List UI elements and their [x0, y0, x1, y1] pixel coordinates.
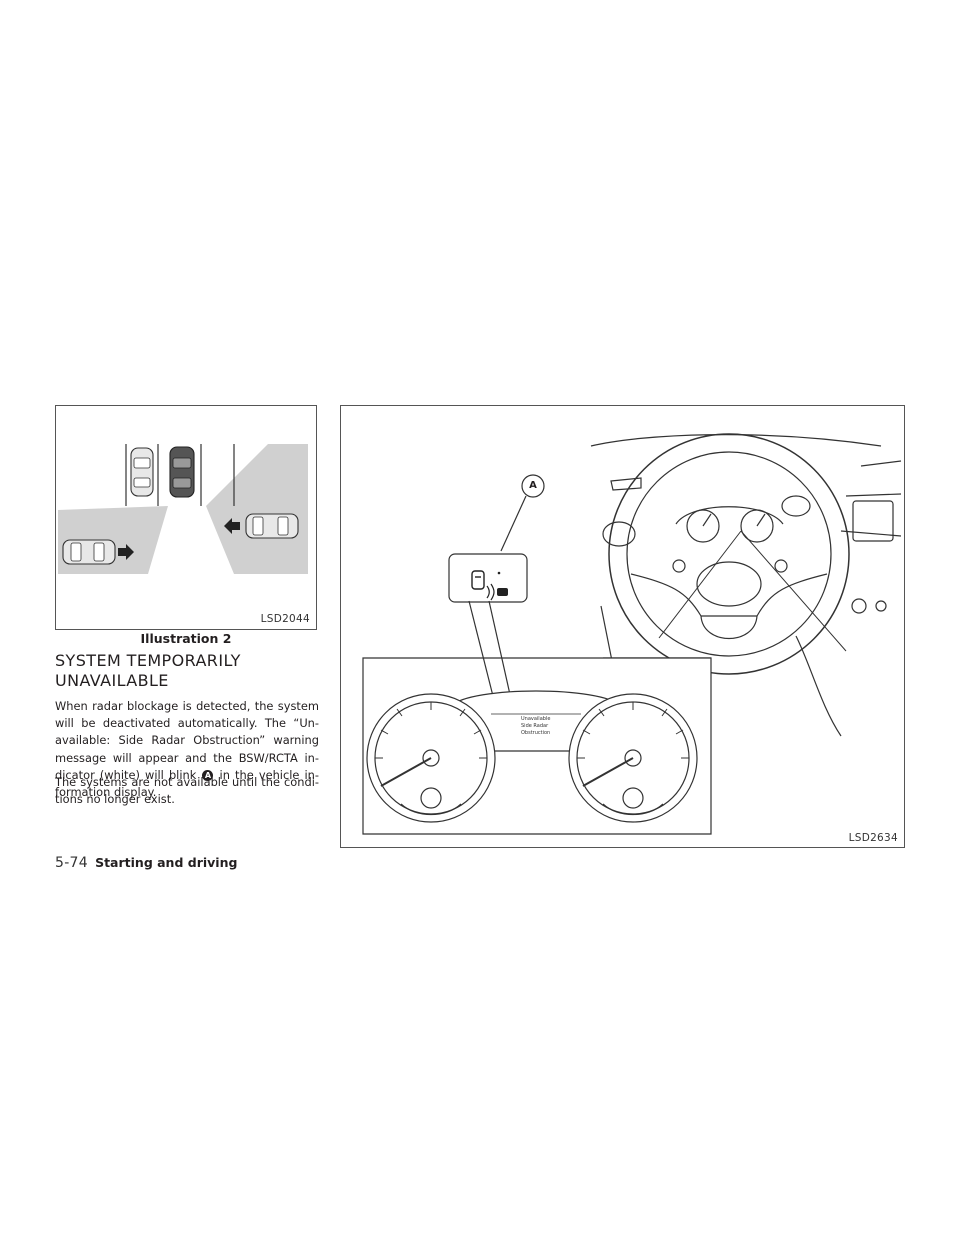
car-icon — [62, 539, 116, 565]
parking-scene — [58, 444, 315, 574]
car-icon — [245, 513, 299, 539]
illustration-parking-lot: LSD2044 — [55, 405, 317, 630]
own-car-icon — [169, 446, 195, 498]
dashboard-top — [590, 434, 882, 447]
display-message: Unavailable Side Radar Obstruction — [521, 716, 550, 737]
screen-icon — [852, 500, 894, 542]
fuel-gauge — [420, 787, 442, 809]
arrow-right-icon — [118, 544, 134, 560]
paragraph-2: The systems are not available until the … — [55, 775, 319, 807]
switch-icon — [774, 559, 788, 573]
dashboard-lines — [840, 460, 902, 537]
steering-hub — [696, 561, 762, 607]
dashboard-scene — [362, 433, 902, 835]
vent-round-icon — [781, 495, 811, 517]
heading-line-1: SYSTEM TEMPORARILY — [55, 651, 241, 670]
radar-zone-right — [206, 444, 308, 574]
indicator-leader-a — [468, 600, 497, 709]
section-heading: SYSTEM TEMPORARILY UNAVAILABLE — [55, 651, 325, 691]
figure-code: LSD2634 — [848, 832, 898, 844]
tachometer-hub — [624, 749, 642, 767]
indicator-leader-b — [488, 600, 514, 709]
enlarged-cluster — [366, 690, 698, 823]
figure-caption: Illustration 2 — [140, 631, 232, 646]
steering-wheel-outer — [608, 433, 850, 675]
knob-icon — [875, 600, 887, 612]
page-footer: 5-74 Starting and driving — [55, 852, 237, 871]
knob-icon — [851, 598, 867, 614]
heading-line-2: UNAVAILABLE — [55, 671, 169, 690]
vent-round-icon — [602, 521, 636, 547]
page-number: 5-74 — [55, 855, 88, 871]
arrow-left-icon — [224, 518, 240, 534]
paragraph-1-text: When radar blockage is detected, the sys… — [55, 699, 319, 782]
tachometer-arc — [602, 803, 664, 815]
column-line — [600, 605, 614, 667]
speedometer-hub — [422, 749, 440, 767]
gauge-small-left — [686, 509, 720, 543]
callout-leader — [500, 495, 527, 552]
figure-code: LSD2044 — [260, 613, 310, 625]
indicator-box — [448, 553, 528, 603]
callout-a-circle — [521, 474, 545, 498]
console-line — [795, 635, 842, 737]
bsw-rcta-indicator-icon — [471, 570, 508, 601]
cluster-hood — [675, 506, 784, 525]
gauge-ticks — [375, 702, 689, 759]
speedometer-arc — [400, 803, 462, 815]
zoom-lines — [658, 530, 847, 652]
speedometer-needle — [380, 757, 432, 787]
temp-gauge — [622, 787, 644, 809]
car-icon — [130, 447, 154, 497]
steering-wheel-inner — [626, 451, 832, 657]
gauge-small-right — [740, 509, 774, 543]
tachometer-needle — [582, 757, 634, 787]
display-message-line: Unavailable — [521, 716, 551, 722]
vent-icon — [610, 477, 642, 491]
steering-spokes — [630, 573, 828, 617]
paragraph-1-tail: in the vehicle in-formation display. — [55, 767, 319, 800]
callout-a-icon: A — [202, 769, 214, 781]
section-title: Starting and driving — [95, 855, 238, 870]
paragraph-1: When radar blockage is detected, the sys… — [55, 698, 319, 801]
steering-hub-bottom — [700, 615, 758, 639]
illustration-instrument-panel: A Unavailable Side Radar Obstruction LSD… — [340, 405, 905, 848]
display-message-line: Obstruction — [521, 730, 551, 736]
parking-lines — [125, 444, 235, 506]
callout-a-label: A — [529, 480, 537, 491]
switch-icon — [672, 559, 686, 573]
display-message-line: Side Radar — [521, 723, 549, 729]
